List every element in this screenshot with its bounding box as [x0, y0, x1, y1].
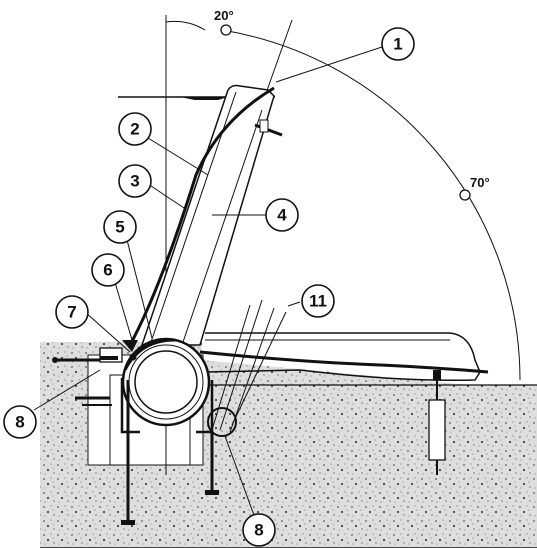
callout-3: 3: [118, 164, 152, 198]
callout-6: 6: [91, 253, 125, 287]
callout-2: 2: [118, 112, 152, 146]
arc-70: [221, 29, 521, 381]
svg-text:6: 6: [103, 261, 112, 280]
wedge-seal: [122, 340, 138, 361]
svg-text:8: 8: [254, 521, 263, 540]
gate-leaf-outline: [140, 84, 275, 346]
svg-text:11: 11: [309, 292, 327, 311]
svg-text:1: 1: [393, 35, 402, 54]
flap-lowered: [204, 332, 481, 382]
svg-text:7: 7: [67, 303, 76, 322]
angle-label-20: 20°: [214, 8, 234, 23]
callout-4: 4: [265, 198, 299, 232]
svg-text:5: 5: [115, 218, 124, 237]
svg-text:4: 4: [277, 206, 287, 225]
callout-8-left: 8: [3, 405, 37, 439]
hinge-pipe: [121, 337, 211, 427]
callout-1: 1: [381, 27, 415, 61]
angle-label-70: 70°: [470, 175, 490, 190]
callout-11: 11: [301, 284, 335, 318]
gate-inner-line: [181, 109, 263, 346]
gate-membrane: [128, 86, 275, 346]
top-bolt: [254, 119, 283, 137]
clamp-bracket-right: [196, 380, 237, 495]
right-support-post: [428, 370, 446, 475]
callout-8-bottom: 8: [242, 513, 276, 547]
clamp-bracket-left: [75, 378, 140, 525]
flap-membrane: [199, 350, 489, 374]
leader-lines: [33, 46, 383, 519]
angle-dot-20: [220, 24, 232, 36]
angle-dot-70: [459, 189, 471, 201]
callout-7: 7: [55, 295, 89, 329]
callout-5: 5: [103, 210, 137, 244]
arc-20: [165, 20, 206, 31]
svg-text:3: 3: [130, 172, 139, 191]
anchor-bolt-left: [52, 347, 123, 363]
water-surface-hatch: [180, 97, 228, 100]
svg-text:2: 2: [130, 120, 139, 139]
svg-text:8: 8: [15, 413, 24, 432]
